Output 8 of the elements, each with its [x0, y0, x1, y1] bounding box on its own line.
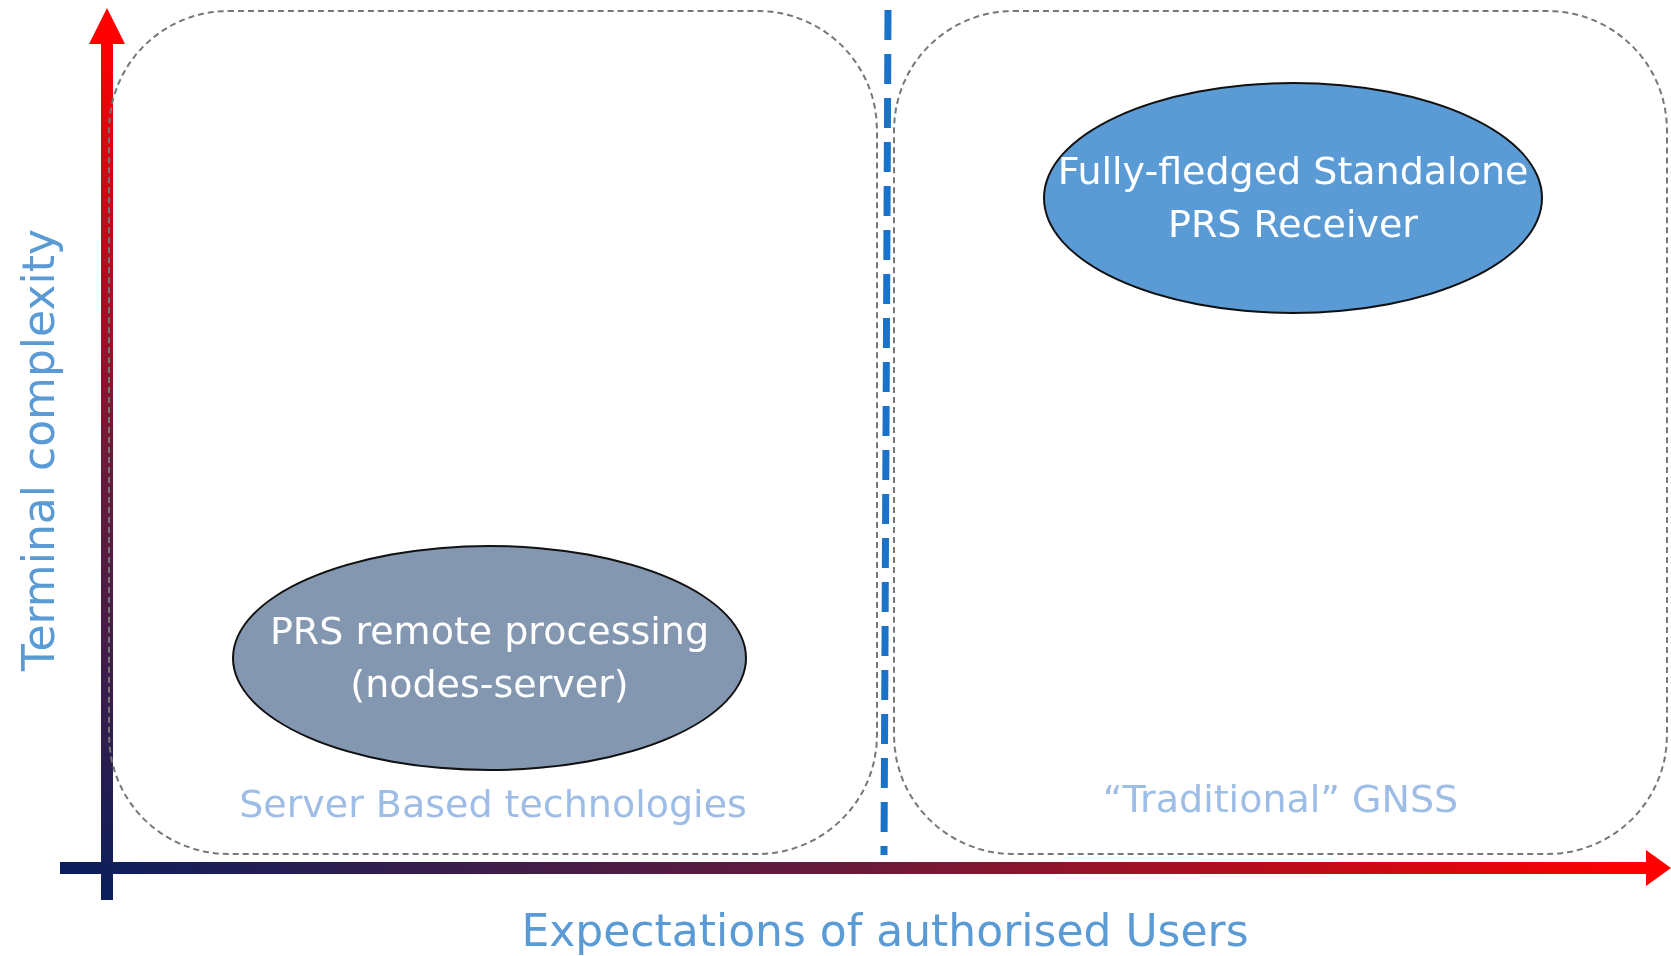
ellipse-label: PRS remote processing (nodes-server): [268, 607, 711, 708]
ellipse-label: Fully-fledged Standalone PRS Receiver: [1056, 147, 1530, 248]
region-label: Server Based technologies: [238, 782, 748, 826]
dashed-region: [893, 10, 1668, 855]
dashed-region: [108, 10, 878, 855]
y-axis-title: Terminal complexity: [12, 229, 64, 671]
x-axis-title: Expectations of authorised Users: [521, 905, 1249, 956]
region-label: “Traditional” GNSS: [1101, 777, 1460, 821]
